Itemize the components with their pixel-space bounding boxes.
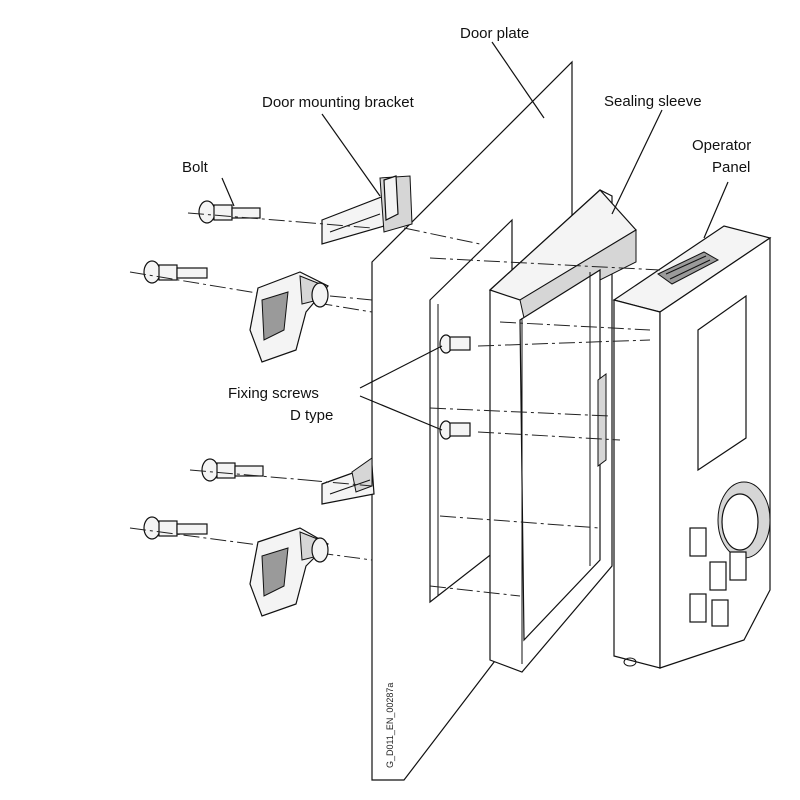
label-operator-panel-line1: Operator xyxy=(692,137,751,154)
panel-knob xyxy=(717,481,771,559)
door-mounting-bracket-lower xyxy=(321,457,375,505)
label-fixing-screws-line1: Fixing screws xyxy=(228,385,319,402)
panel-connector xyxy=(657,251,720,285)
panel-key xyxy=(689,527,707,557)
sealing-sleeve xyxy=(488,189,637,673)
label-bolt: Bolt xyxy=(182,159,209,176)
label-door-mounting-bracket: Door mounting bracket xyxy=(262,94,415,111)
clamp-bracket-upper xyxy=(249,271,329,363)
bolt-upper-1 xyxy=(187,200,301,224)
panel-key xyxy=(709,561,727,591)
panel-display xyxy=(697,294,747,472)
fixing-screw-upper xyxy=(439,334,471,354)
panel-key xyxy=(689,593,707,623)
bolt-lower-2 xyxy=(129,516,373,561)
drawing-code: G_D011_EN_00287a xyxy=(385,683,395,768)
operator-panel xyxy=(612,225,772,669)
door-mounting-bracket-upper xyxy=(321,175,413,245)
label-fixing-screws-line2: D type xyxy=(290,407,333,424)
label-door-plate: Door plate xyxy=(460,25,529,42)
label-sealing-sleeve: Sealing sleeve xyxy=(604,93,702,110)
clamp-bracket-lower xyxy=(249,527,329,617)
bolt-upper-2 xyxy=(129,260,373,313)
panel-key xyxy=(711,599,729,627)
bolt-lower-1 xyxy=(189,458,307,482)
leader-lines xyxy=(221,41,729,431)
assembly-axis-lines xyxy=(299,221,661,597)
fixing-screw-lower xyxy=(439,420,471,440)
label-operator-panel-line2: Panel xyxy=(712,159,750,176)
panel-key xyxy=(729,551,747,581)
